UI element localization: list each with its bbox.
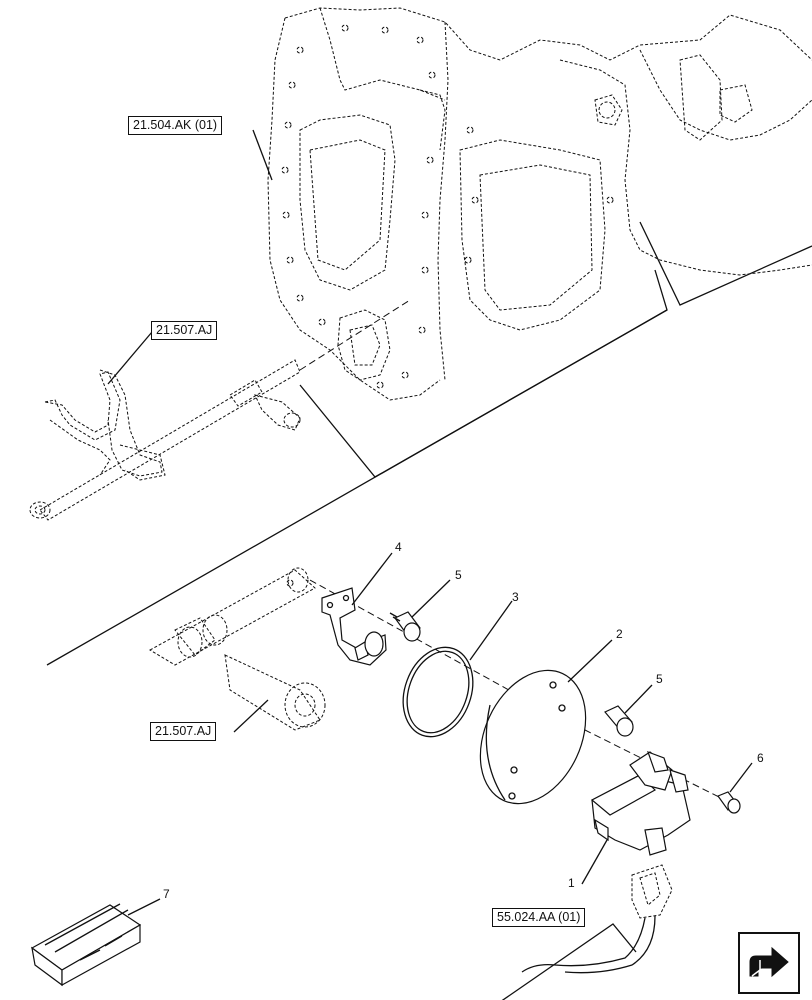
bolt-part-5-lower bbox=[604, 705, 634, 737]
callout-4: 4 bbox=[395, 540, 402, 554]
callout-5-upper: 5 bbox=[455, 568, 462, 582]
reference-label-housing[interactable]: 21.504.AK (01) bbox=[128, 116, 223, 135]
reference-label-harness[interactable]: 55.024.AA (01) bbox=[492, 908, 586, 927]
shift-fork-assembly bbox=[29, 359, 301, 521]
housing-bolt-holes bbox=[281, 24, 614, 389]
callout-2: 2 bbox=[616, 627, 623, 641]
callout-7: 7 bbox=[163, 887, 170, 901]
callout-3: 3 bbox=[512, 590, 519, 604]
connector-harness bbox=[521, 864, 673, 974]
reference-label-shaft[interactable]: 21.507.AJ bbox=[150, 722, 217, 741]
shift-rail-lower bbox=[148, 567, 326, 731]
bracket-part-4 bbox=[321, 587, 387, 666]
cover-plate-part-2 bbox=[479, 669, 587, 805]
break-lines bbox=[46, 221, 812, 666]
next-page-arrow-icon[interactable] bbox=[738, 932, 800, 994]
transmission-housing bbox=[267, 7, 812, 401]
service-kit-box bbox=[30, 903, 142, 987]
bolt-part-5-upper bbox=[389, 611, 421, 642]
sensor-part-1 bbox=[590, 750, 691, 856]
screw-part-6 bbox=[717, 791, 741, 814]
centerline bbox=[299, 299, 411, 371]
callout-6: 6 bbox=[757, 751, 764, 765]
leader-lines bbox=[107, 129, 753, 1000]
o-ring-part-3 bbox=[402, 646, 474, 738]
callout-5-lower: 5 bbox=[656, 672, 663, 686]
callout-1: 1 bbox=[568, 876, 575, 890]
reference-label-fork[interactable]: 21.507.AJ bbox=[151, 321, 218, 340]
